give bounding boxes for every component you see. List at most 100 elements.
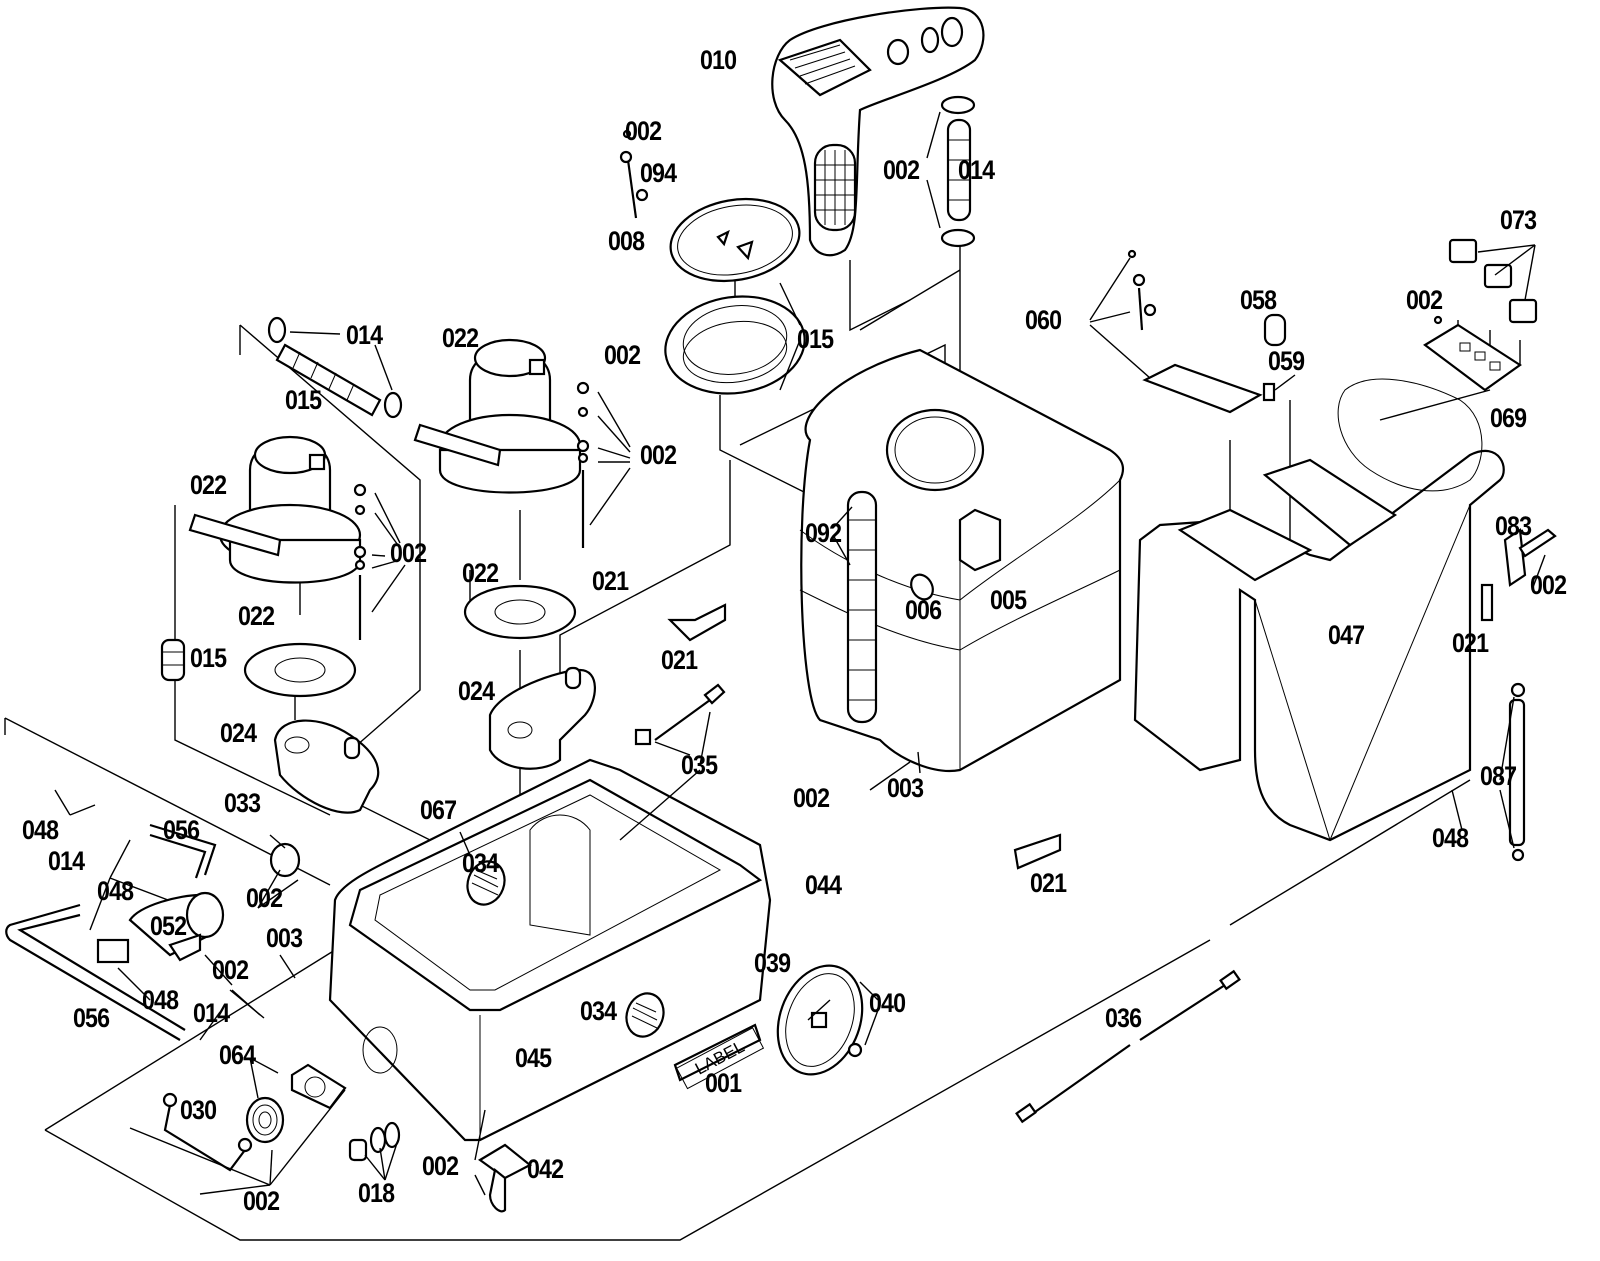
callout-024-right: 024: [458, 676, 495, 706]
motor-mount-left: [273, 719, 380, 814]
fitting-018: [348, 1121, 401, 1162]
callout-034-outer: 034: [580, 996, 617, 1026]
carry-handle: [162, 1092, 253, 1172]
callout-002-caster: 002: [422, 1151, 459, 1181]
callout-014-right: 002: [883, 155, 920, 185]
callout-040: 040: [869, 988, 906, 1018]
callout-015-coupler: 015: [190, 643, 227, 673]
callout-015-right: 014: [958, 155, 995, 185]
callout-052: 052: [150, 911, 187, 941]
callout-069: 069: [1490, 403, 1527, 433]
quick-disconnect: [634, 683, 726, 746]
tubing-upper: [149, 823, 217, 879]
switch-033: [269, 842, 301, 878]
base-housing: [328, 758, 772, 1142]
motor-mount-right: [488, 666, 596, 770]
callout-083: 083: [1495, 511, 1532, 541]
vacuum-hose-right: [940, 95, 976, 248]
callout-033: 033: [224, 788, 261, 818]
callout-067: 067: [420, 795, 457, 825]
tubing-lower: [5, 903, 186, 1041]
callout-002-screw-top: 002: [625, 116, 662, 146]
filter-basket: [1127, 249, 1287, 414]
fan: [245, 1063, 347, 1144]
callout-048-tank: 048: [1432, 823, 1469, 853]
callout-035: 035: [681, 750, 718, 780]
callout-014-lower: 014: [193, 998, 230, 1028]
callout-002-studs-upper: 002: [640, 440, 677, 470]
pump: [96, 891, 225, 964]
motor-studs: [353, 381, 590, 640]
wheel: [776, 964, 864, 1076]
callout-058: 058: [1240, 285, 1277, 315]
callout-022-motor-lower: 022: [190, 470, 227, 500]
callout-002-tank: 002: [793, 783, 830, 813]
callout-002-studs-lower: 002: [390, 538, 427, 568]
callout-021-vbracket: 021: [661, 645, 698, 675]
callout-021-upper: 021: [592, 566, 629, 596]
label-plate-shape: [673, 1023, 762, 1082]
callout-002-ring: 002: [604, 340, 641, 370]
callout-002-pump: 002: [246, 883, 283, 913]
callout-056-lower: 056: [73, 1003, 110, 1033]
motor-gasket-left: [243, 642, 357, 698]
callout-045: 045: [515, 1043, 552, 1073]
callout-036: 036: [1105, 1003, 1142, 1033]
callout-002-handle: 002: [243, 1186, 280, 1216]
hose-coupler: [160, 638, 186, 682]
power-cord: [1015, 969, 1241, 1124]
callout-034-inner: 034: [462, 848, 499, 878]
callout-044: 044: [805, 870, 842, 900]
callout-048-left: 048: [22, 815, 59, 845]
handle-lid-assembly: [771, 6, 985, 257]
callout-059: 059: [1268, 346, 1305, 376]
callout-002-switchplate: 002: [1406, 285, 1443, 315]
switch-plate: [1423, 238, 1538, 392]
callout-014-left: 014: [346, 320, 383, 350]
callout-024-left: 024: [220, 718, 257, 748]
mounting-ring: [664, 295, 806, 395]
bracket-021-upper: [667, 603, 727, 642]
callout-064: 064: [219, 1040, 256, 1070]
lid-gasket: [669, 197, 801, 283]
caster: [478, 1143, 533, 1213]
vacuum-motor-lower: [188, 435, 362, 584]
callout-arrows: [54, 111, 1546, 1196]
callout-014-pump: 014: [48, 846, 85, 876]
callout-003-latch: 003: [266, 923, 303, 953]
callout-087: 087: [1480, 761, 1517, 791]
callout-003-tank: 003: [887, 773, 924, 803]
hose-hook: [1480, 528, 1557, 622]
callout-042: 042: [527, 1154, 564, 1184]
motor-gasket-right: [463, 584, 577, 640]
callout-006: 006: [905, 595, 942, 625]
callout-030: 030: [180, 1095, 217, 1125]
callout-092: 092: [805, 518, 842, 548]
callout-022-motor-upper: 022: [442, 323, 479, 353]
callout-022-gasket-right: 022: [462, 558, 499, 588]
callout-021-hook: 021: [1452, 628, 1489, 658]
callout-001: 001: [705, 1068, 742, 1098]
callout-002-ring-screws: 015: [797, 324, 834, 354]
callout-018: 018: [358, 1178, 395, 1208]
callout-060: 060: [1025, 305, 1062, 335]
callout-008: 008: [608, 226, 645, 256]
callout-047: 047: [1328, 620, 1365, 650]
callout-094: 094: [640, 158, 677, 188]
callout-048-pump: 048: [97, 876, 134, 906]
tether-strap: [619, 129, 649, 219]
callout-015-left: 015: [285, 385, 322, 415]
callout-010: 010: [700, 45, 737, 75]
callout-056-upper: 056: [163, 815, 200, 845]
callout-002-hook: 002: [1530, 570, 1567, 600]
bracket-021-mid: [1013, 833, 1062, 870]
callout-022-gasket-left: 022: [238, 601, 275, 631]
vacuum-motor-upper: [413, 338, 582, 494]
callout-073: 073: [1500, 205, 1537, 235]
callout-005: 005: [990, 585, 1027, 615]
solution-tank: [1133, 378, 1505, 842]
callout-039: 039: [754, 948, 791, 978]
callout-002-latch: 002: [212, 955, 249, 985]
